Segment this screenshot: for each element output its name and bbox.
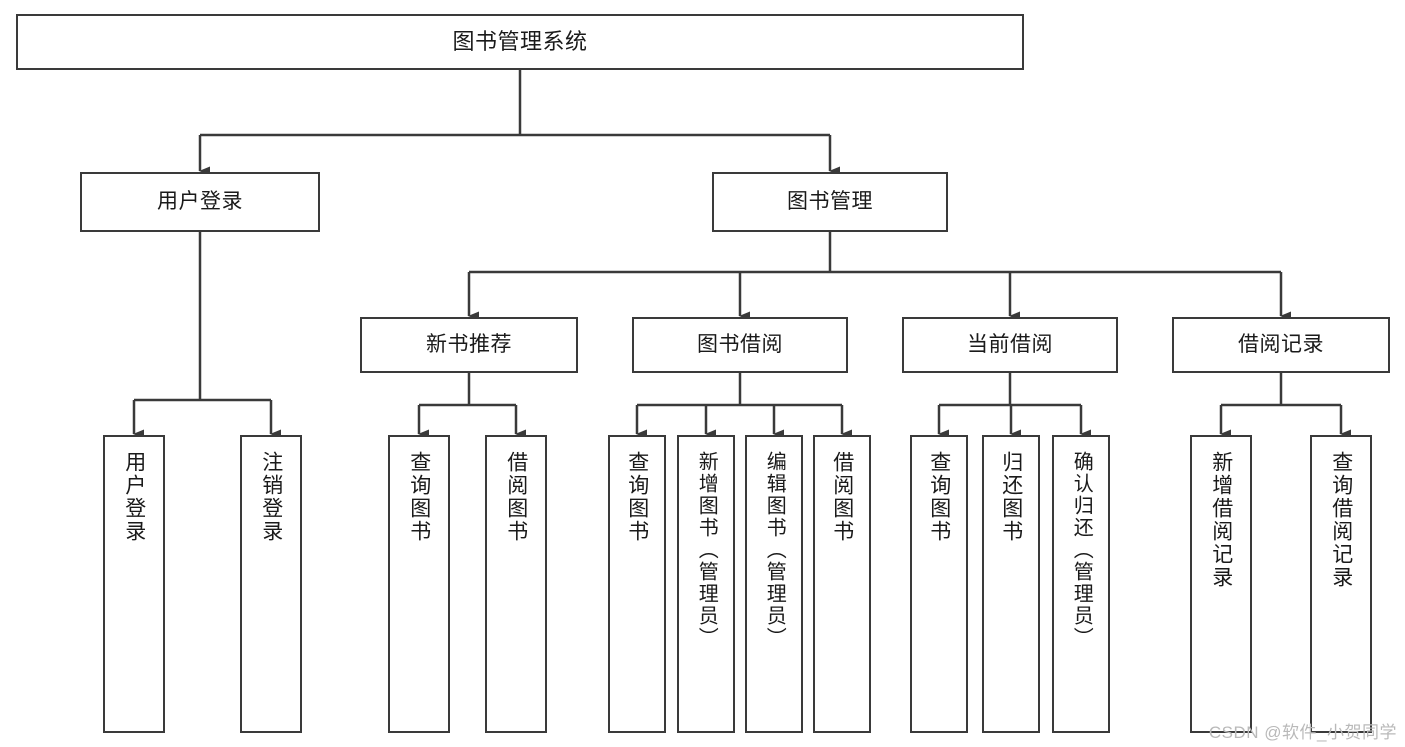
node-leaf-query-record: 查询借阅记录	[1310, 435, 1372, 733]
node-label: 归还图书	[999, 451, 1023, 543]
node-label: 查询图书	[927, 451, 951, 543]
node-leaf-borrow-book-1: 借阅图书	[485, 435, 547, 733]
node-label: 编辑图书（管理员）	[763, 451, 786, 649]
node-root: 图书管理系统	[16, 14, 1024, 70]
csdn-watermark: CSDN @软件_小贺同学	[1208, 723, 1397, 742]
node-label: 图书管理	[787, 189, 873, 213]
node-label: 用户登录	[122, 451, 146, 543]
node-label: 注销登录	[259, 451, 283, 543]
node-book-manage: 图书管理	[712, 172, 948, 232]
node-borrow-record: 借阅记录	[1172, 317, 1390, 373]
node-new-book-rec: 新书推荐	[360, 317, 578, 373]
node-label: 当前借阅	[967, 332, 1053, 356]
node-leaf-add-record: 新增借阅记录	[1190, 435, 1252, 733]
node-label: 图书借阅	[697, 332, 783, 356]
node-user-login: 用户登录	[80, 172, 320, 232]
node-label: 用户登录	[157, 189, 243, 213]
node-leaf-add-book: 新增图书（管理员）	[677, 435, 735, 733]
node-label: 借阅记录	[1238, 332, 1324, 356]
node-label: 图书管理系统	[452, 28, 588, 54]
node-leaf-user-login: 用户登录	[103, 435, 165, 733]
node-leaf-logout: 注销登录	[240, 435, 302, 733]
node-leaf-return-book: 归还图书	[982, 435, 1040, 733]
node-leaf-confirm-return: 确认归还（管理员）	[1052, 435, 1110, 733]
node-label: 新书推荐	[426, 332, 512, 356]
node-leaf-query-book-1: 查询图书	[388, 435, 450, 733]
node-current-borrow: 当前借阅	[902, 317, 1118, 373]
node-label: 确认归还（管理员）	[1070, 451, 1093, 649]
node-leaf-edit-book: 编辑图书（管理员）	[745, 435, 803, 733]
node-leaf-borrow-book-2: 借阅图书	[813, 435, 871, 733]
node-label: 借阅图书	[504, 451, 528, 543]
node-label: 查询借阅记录	[1329, 451, 1353, 589]
node-label: 查询图书	[407, 451, 431, 543]
node-label: 查询图书	[625, 451, 649, 543]
node-book-borrow: 图书借阅	[632, 317, 848, 373]
node-label: 新增图书（管理员）	[695, 451, 718, 649]
node-label: 借阅图书	[830, 451, 854, 543]
node-label: 新增借阅记录	[1209, 451, 1233, 589]
node-leaf-query-book-2: 查询图书	[608, 435, 666, 733]
node-leaf-query-book-3: 查询图书	[910, 435, 968, 733]
